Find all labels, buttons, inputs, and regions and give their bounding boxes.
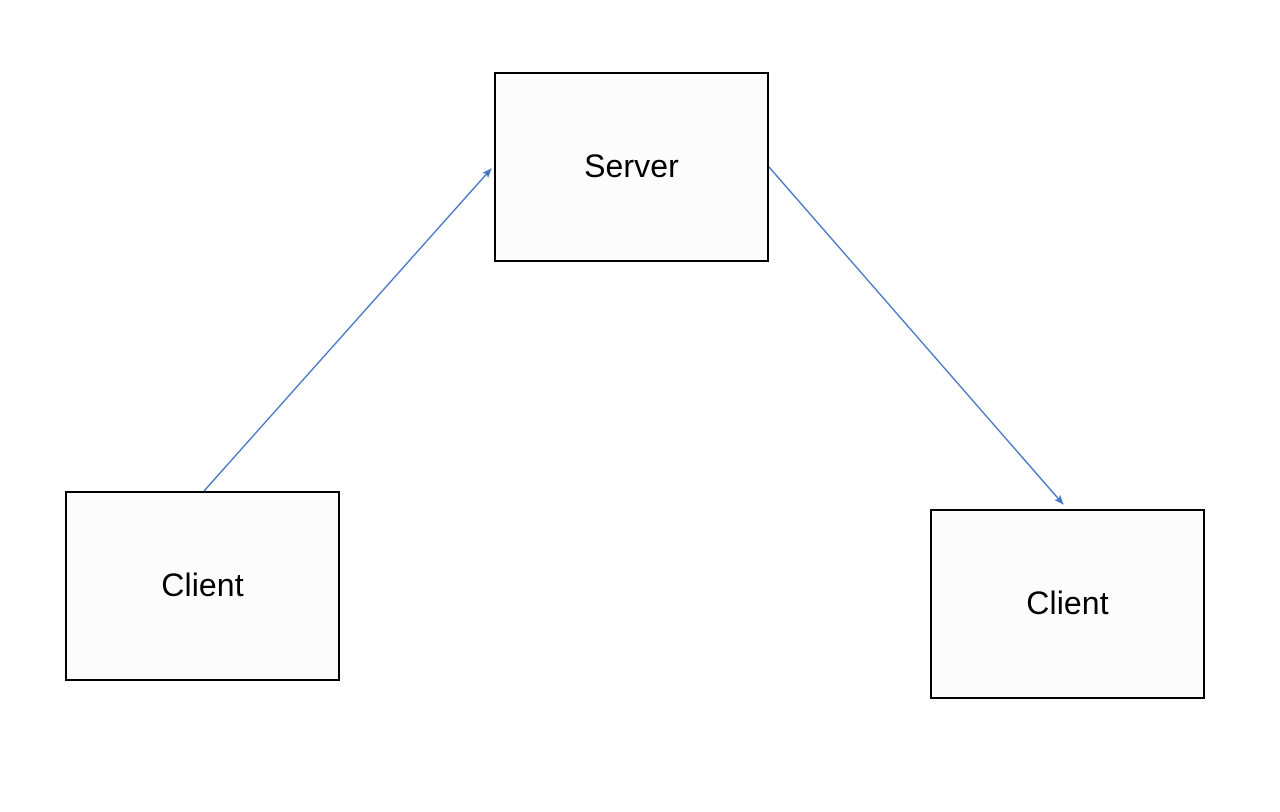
node-client-right-label: Client	[1026, 585, 1109, 622]
node-server-label: Server	[584, 148, 679, 185]
node-client-left[interactable]: Client	[65, 491, 340, 681]
node-client-left-label: Client	[161, 567, 244, 604]
edge-server-to-client-right	[768, 166, 1064, 505]
node-client-right[interactable]: Client	[930, 509, 1205, 699]
edge-client-left-to-server	[203, 168, 492, 492]
node-server[interactable]: Server	[494, 72, 769, 262]
